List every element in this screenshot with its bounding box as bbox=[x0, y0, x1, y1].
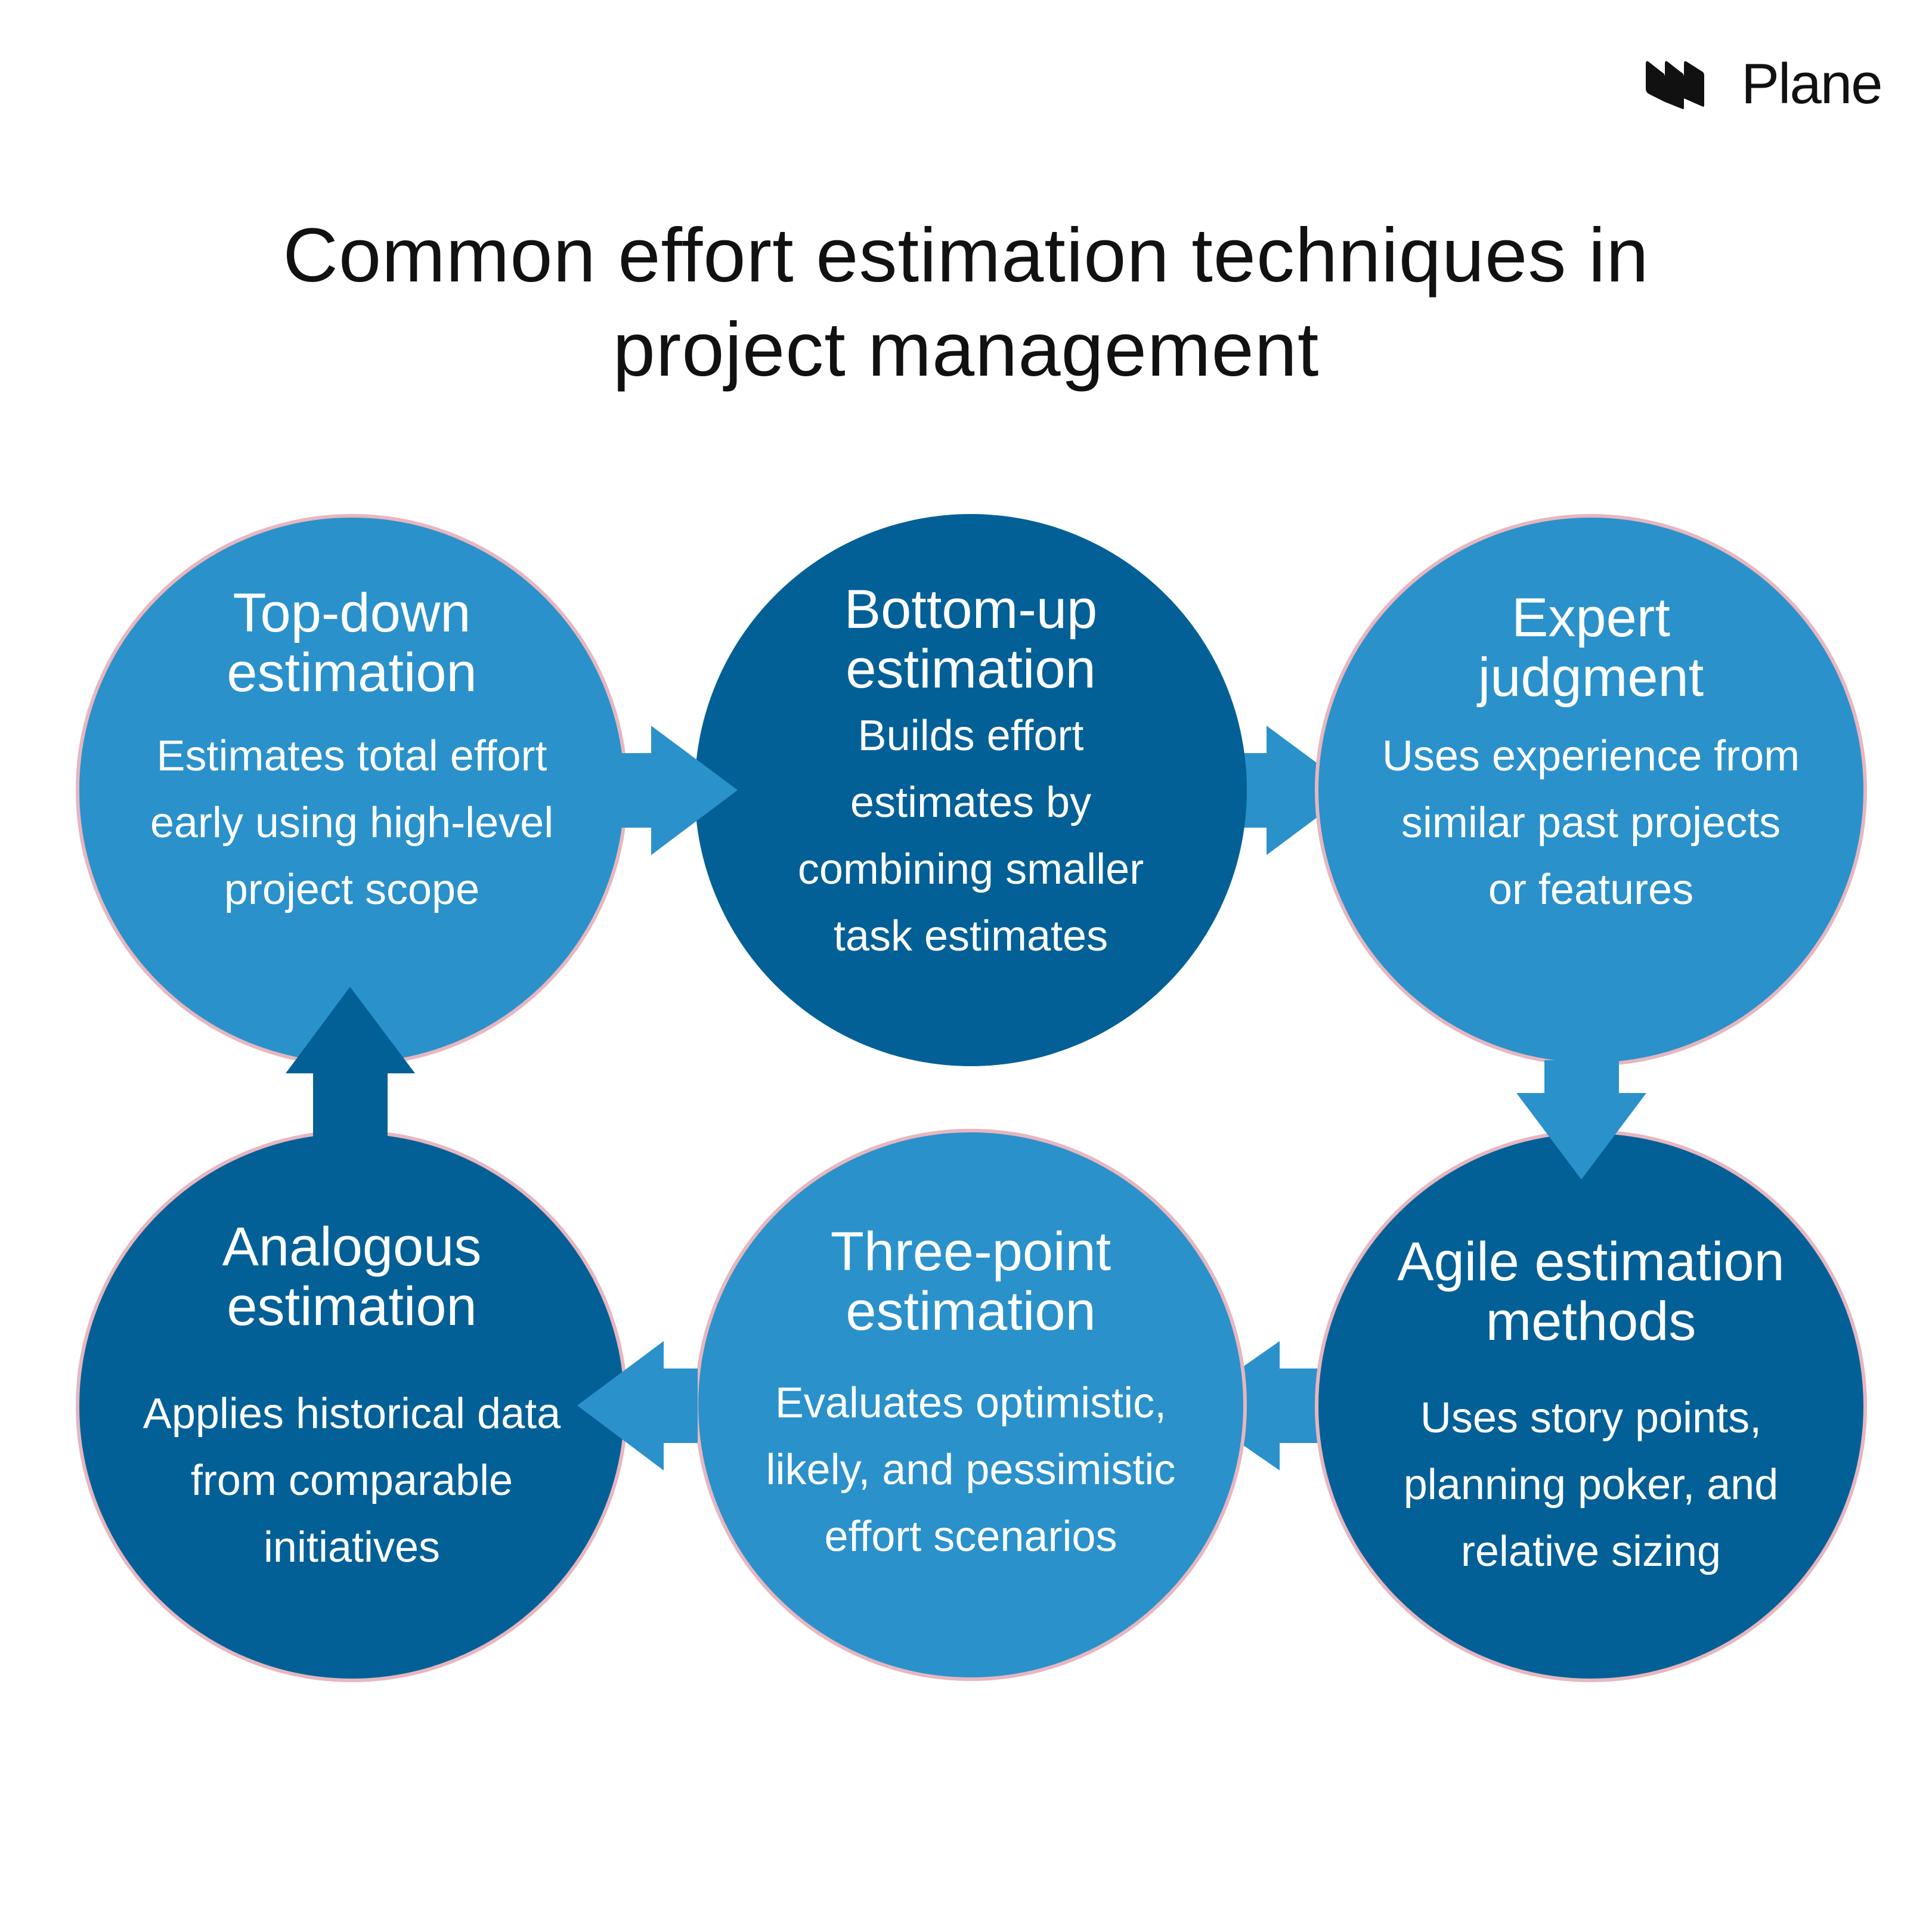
node-title: Analogous estimation bbox=[222, 1216, 482, 1337]
node-agile: Agile estimation methods Uses story poin… bbox=[1315, 1130, 1867, 1682]
node-description: Builds effort estimates by combining sma… bbox=[797, 712, 1144, 960]
plane-logo-icon bbox=[1646, 61, 1704, 109]
node-title: Expert judgment bbox=[1478, 587, 1704, 708]
node-bottom-up: Bottom-up estimation Builds effort estim… bbox=[695, 514, 1247, 1066]
node-description: Applies historical data from comparable … bbox=[143, 1390, 561, 1571]
title-line-2: project management bbox=[612, 307, 1320, 392]
node-title: Top-down estimation bbox=[227, 583, 477, 703]
node-three-point: Three-point estimation Evaluates optimis… bbox=[695, 1129, 1247, 1681]
node-title: Three-point estimation bbox=[830, 1221, 1111, 1342]
brand-name: Plane bbox=[1741, 52, 1883, 116]
node-analogous: Analogous estimation Applies historical … bbox=[76, 1130, 628, 1682]
page-title: Common effort estimation techniques in p… bbox=[0, 209, 1932, 397]
node-description: Evaluates optimistic, likely, and pessim… bbox=[766, 1379, 1176, 1561]
node-top-down: Top-down estimation Estimates total effo… bbox=[76, 514, 628, 1066]
node-description: Uses story points, planning poker, and r… bbox=[1403, 1394, 1779, 1575]
node-description: Uses experience from similar past projec… bbox=[1382, 732, 1800, 914]
node-title: Agile estimation methods bbox=[1397, 1231, 1785, 1352]
node-title: Bottom-up estimation bbox=[844, 579, 1098, 699]
brand-logo: Plane bbox=[1646, 52, 1883, 116]
node-expert-judgment: Expert judgment Uses experience from sim… bbox=[1315, 514, 1867, 1066]
node-description: Estimates total effort early using high-… bbox=[150, 732, 554, 914]
title-line-1: Common effort estimation techniques in bbox=[283, 213, 1649, 298]
